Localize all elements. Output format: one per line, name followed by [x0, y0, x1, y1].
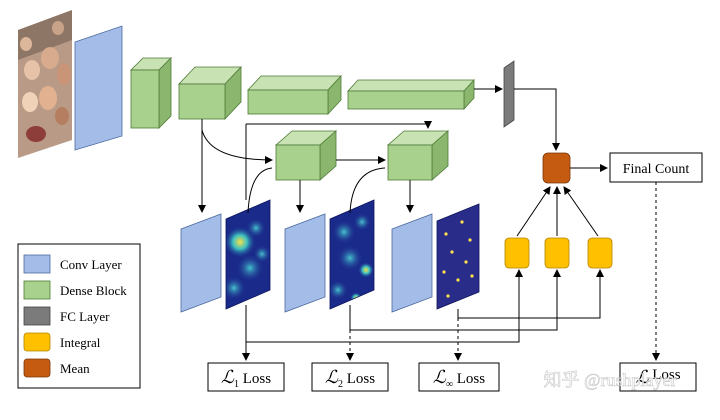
conv-layer-2 — [284, 213, 326, 313]
loss-subscript: 2 — [338, 379, 343, 390]
legend-label-integral: Integral — [60, 335, 101, 350]
integral-block-2 — [544, 237, 570, 269]
loss-symbol: ℒ — [221, 367, 235, 387]
integral-block-1 — [504, 237, 530, 269]
legend-swatch-fc — [23, 306, 51, 326]
connections — [198, 85, 608, 361]
final-count-box: Final Count — [609, 152, 703, 183]
svg-text:ℒ∞ Loss: ℒ∞ Loss — [433, 367, 485, 390]
conv-layer-3 — [391, 213, 433, 313]
loss-subscript: 1 — [234, 379, 239, 390]
dense-block-branch-1 — [274, 130, 338, 181]
loss-text: Loss — [343, 371, 375, 387]
dense-block-1 — [130, 57, 172, 129]
fc-layer — [503, 60, 515, 128]
loss-box-l2: ℒ2 Loss — [311, 362, 389, 392]
svg-text:ℒ2 Loss: ℒ2 Loss — [325, 367, 375, 390]
loss-subscript: ∞ — [446, 379, 453, 390]
legend-swatch-integral — [23, 332, 51, 352]
watermark-text: 知乎 @rushplayer — [543, 370, 676, 390]
integral-block-3 — [587, 237, 613, 269]
dense-block-2 — [178, 65, 242, 121]
legend-swatch-mean — [23, 358, 51, 378]
loss-connections-dashed — [346, 182, 660, 361]
loss-box-linf: ℒ∞ Loss — [418, 362, 500, 392]
dense-block-4 — [347, 78, 475, 111]
density-map-1 — [225, 199, 271, 310]
dot-map — [436, 203, 480, 310]
loss-text: Loss — [648, 367, 680, 383]
loss-text: Loss — [453, 371, 485, 387]
loss-symbol: ℒ — [433, 367, 447, 387]
input-image — [18, 10, 72, 158]
legend-label-fc: FC Layer — [60, 309, 110, 324]
loss-symbol: ℒ — [635, 367, 649, 387]
legend-swatch-conv — [23, 254, 51, 274]
legend: Conv Layer Dense Block FC Layer Integral… — [17, 243, 141, 389]
loss-symbol: ℒ — [325, 367, 339, 387]
legend-label-conv: Conv Layer — [60, 257, 122, 272]
dense-block-3 — [247, 74, 342, 116]
density-map-2 — [329, 199, 375, 310]
final-count-label: Final Count — [623, 162, 690, 177]
dense-block-branch-2 — [386, 130, 450, 181]
legend-label-dense: Dense Block — [60, 283, 127, 298]
legend-label-mean: Mean — [60, 361, 90, 376]
legend-swatch-dense — [23, 280, 51, 300]
loss-box-final: ℒ Loss — [619, 362, 697, 392]
loss-box-l1: ℒ1 Loss — [207, 362, 285, 392]
conv-layer-input — [74, 25, 123, 151]
loss-text: Loss — [239, 371, 271, 387]
conv-layer-1 — [180, 213, 222, 313]
svg-text:ℒ Loss: ℒ Loss — [635, 367, 680, 387]
mean-block — [542, 152, 571, 184]
svg-text:ℒ1 Loss: ℒ1 Loss — [221, 367, 271, 390]
